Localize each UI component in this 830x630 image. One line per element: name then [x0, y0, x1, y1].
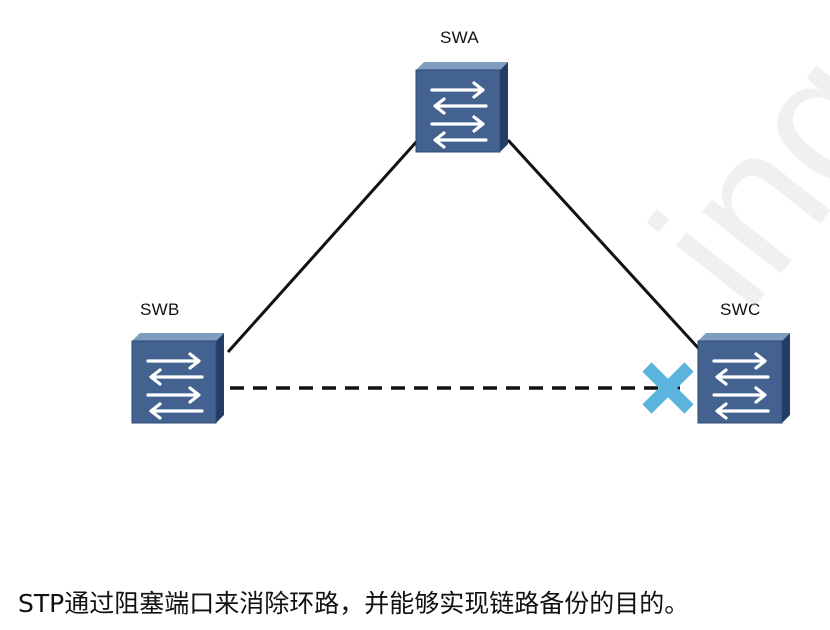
- switch-arrows-icon: [414, 60, 510, 154]
- blocked-port-x-icon: [642, 362, 694, 414]
- switch-label-swc: SWC: [720, 300, 761, 319]
- switch-arrows-icon: [696, 331, 792, 425]
- link-swa-swb: [226, 138, 420, 354]
- switch-label-swb: SWB: [140, 300, 180, 319]
- diagram-caption: STP通过阻塞端口来消除环路，并能够实现链路备份的目的。: [18, 589, 690, 618]
- switch-swc: [696, 331, 792, 425]
- switch-label-swa: SWA: [440, 28, 479, 47]
- link-swa-swc: [506, 138, 702, 352]
- switch-swb: [130, 331, 226, 425]
- switch-arrows-icon: [130, 331, 226, 425]
- switch-swa: [414, 60, 510, 154]
